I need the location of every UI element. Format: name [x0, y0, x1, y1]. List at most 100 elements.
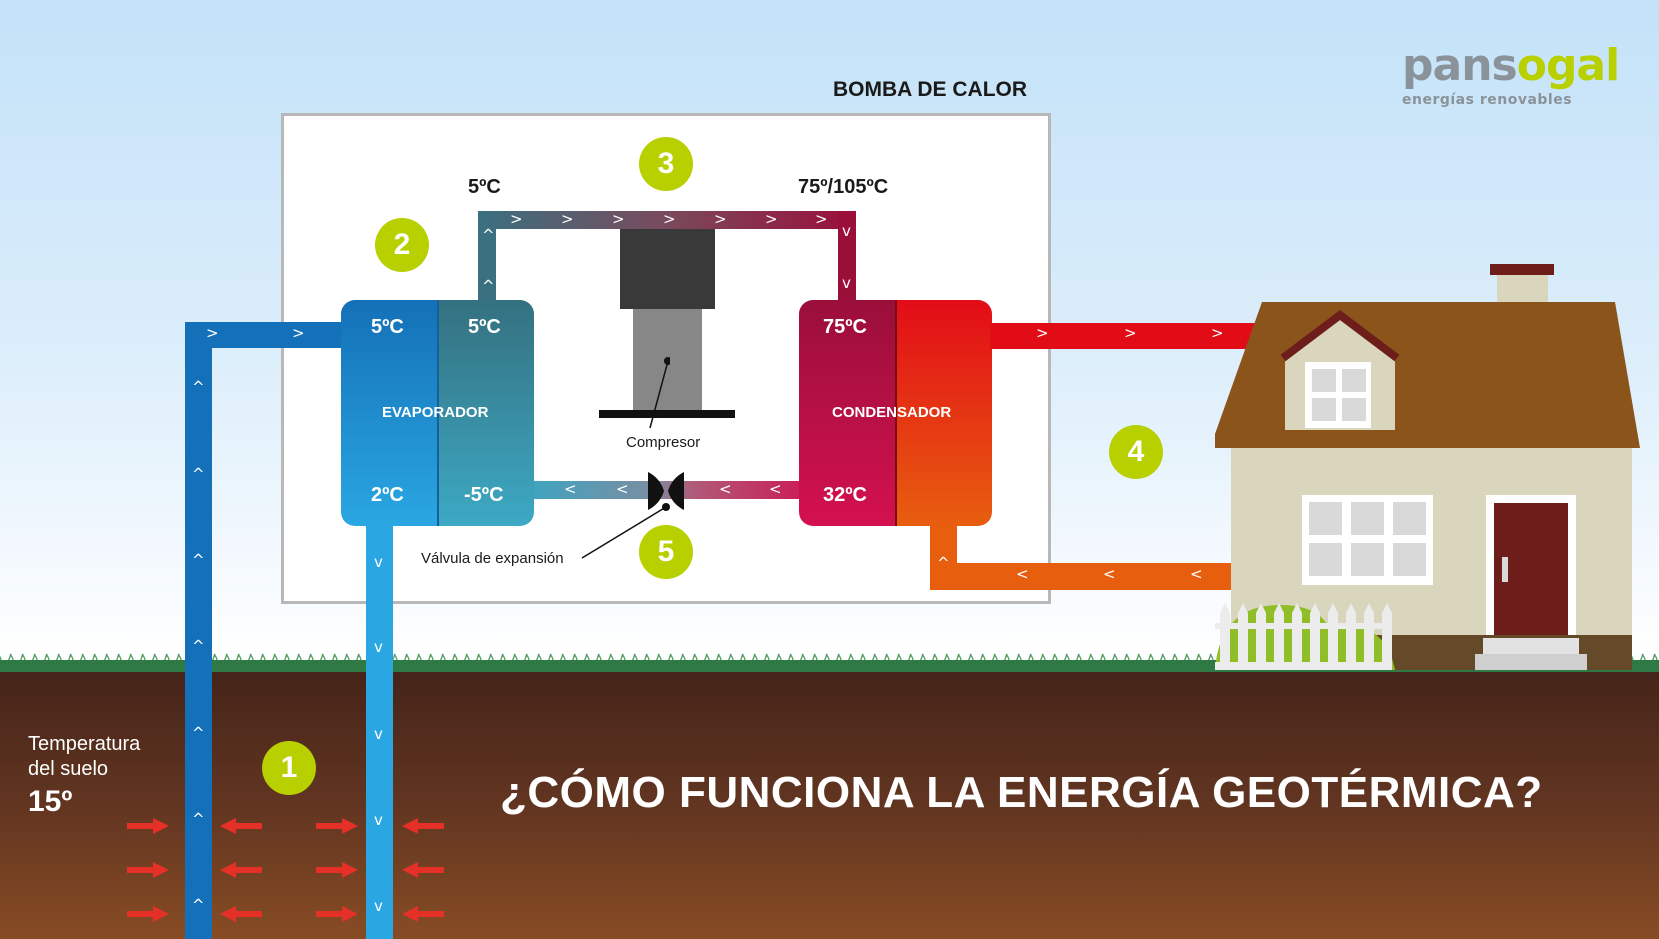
heating-supply-pipe — [990, 323, 1260, 349]
condenser-water-side — [897, 300, 992, 526]
fence-picket — [1310, 603, 1320, 670]
refrigerant-pipe-riser-cold — [478, 211, 496, 301]
fence-rail — [1215, 623, 1390, 629]
flow-arrow-right-icon: > — [714, 210, 727, 228]
condenser-temp-out: 32ºC — [823, 484, 867, 506]
condenser-unit — [799, 300, 992, 526]
heat-pump-title: BOMBA DE CALOR — [833, 78, 1028, 101]
evaporator-temp-ground-in: 5ºC — [371, 316, 404, 338]
evaporator-ground-side — [341, 300, 439, 526]
compressor-label: Compresor — [626, 434, 701, 451]
refrigerant-pipe-bottom — [530, 481, 802, 499]
flow-arrow-right-icon: > — [561, 210, 574, 228]
flow-arrow-right-icon: > — [663, 210, 676, 228]
flow-arrow-right-icon: > — [765, 210, 778, 228]
flow-arrow-left-icon: < — [1103, 565, 1116, 583]
step-badge-4: 4 — [1109, 425, 1163, 479]
evaporator-label: EVAPORADOR — [382, 404, 489, 421]
flow-arrow-up-icon: ^ — [192, 637, 205, 655]
chimney-cap — [1490, 264, 1554, 275]
ground-label-line1: Temperatura — [28, 733, 141, 755]
flow-arrow-up-icon: ^ — [192, 896, 205, 914]
flow-arrow-down-icon: v — [374, 897, 383, 915]
refrigerant-pipe-top — [478, 211, 856, 229]
refrigerant-pipe-riser-hot — [838, 211, 856, 301]
heat-arrow-left-icon — [402, 906, 444, 922]
ground-temperature-value: 15º — [28, 785, 73, 818]
picket-fence — [1215, 603, 1392, 670]
fence-picket — [1382, 603, 1392, 670]
heat-arrow-right-icon — [127, 818, 169, 834]
flow-arrow-right-icon: > — [815, 210, 828, 228]
flow-arrow-down-icon: v — [374, 811, 383, 829]
heat-arrow-right-icon — [316, 906, 358, 922]
step-top — [1483, 638, 1579, 654]
brand-logo: pansogal — [1402, 40, 1620, 91]
fence-picket — [1346, 603, 1356, 670]
evaporator-temp-refrigerant-in: -5ºC — [464, 484, 504, 506]
compressor-base — [599, 410, 735, 418]
flow-arrow-up-icon: ^ — [192, 551, 205, 569]
logo-text-prefix: pans — [1402, 40, 1518, 91]
evaporator-temp-ground-out: 2ºC — [371, 484, 404, 506]
compressor-top-block — [620, 229, 715, 309]
heat-arrow-left-icon — [220, 818, 262, 834]
flow-arrow-right-icon: > — [1036, 324, 1049, 342]
flow-arrow-up-icon: ^ — [192, 465, 205, 483]
door-handle — [1502, 557, 1508, 582]
roof — [1215, 302, 1640, 448]
heat-arrow-right-icon — [127, 862, 169, 878]
flow-arrow-right-icon: > — [206, 324, 219, 342]
fence-picket — [1364, 603, 1374, 670]
flow-arrow-left-icon: < — [769, 480, 782, 498]
step-bottom — [1475, 654, 1587, 670]
flow-arrow-down-icon: v — [374, 725, 383, 743]
fence-picket — [1220, 603, 1230, 670]
flow-arrow-right-icon: > — [1211, 324, 1224, 342]
flow-arrow-up-icon: ^ — [482, 226, 495, 244]
logo-accent-o: o — [1516, 40, 1547, 91]
fence-picket — [1238, 603, 1248, 670]
heat-arrow-right-icon — [316, 818, 358, 834]
flow-arrow-left-icon: < — [1190, 565, 1203, 583]
expansion-valve-icon — [648, 472, 684, 510]
evaporator-unit — [341, 300, 534, 526]
condenser-refrigerant-side — [799, 300, 897, 526]
evaporator-temp-refrigerant-out: 5ºC — [468, 316, 501, 338]
flow-arrow-down-icon: v — [842, 222, 851, 240]
flow-arrow-down-icon: v — [374, 638, 383, 656]
fence-picket — [1292, 603, 1302, 670]
compressor-temp-in: 5ºC — [468, 176, 501, 198]
step-badge-1: 1 — [262, 741, 316, 795]
fence-rail-bottom — [1215, 662, 1390, 670]
heat-arrow-left-icon — [220, 862, 262, 878]
flow-arrow-up-icon: ^ — [192, 810, 205, 828]
headline: ¿CÓMO FUNCIONA LA ENERGÍA GEOTÉRMICA? — [500, 768, 1543, 817]
heat-arrow-right-icon — [316, 862, 358, 878]
flow-arrow-left-icon: < — [719, 480, 732, 498]
flow-arrow-down-icon: v — [842, 274, 851, 292]
compressor-pointer-line — [649, 357, 670, 429]
flow-arrow-right-icon: > — [292, 324, 305, 342]
flow-arrow-left-icon: < — [564, 480, 577, 498]
step-badge-2: 2 — [375, 218, 429, 272]
dormer-roof-trim — [1280, 309, 1400, 362]
flow-arrow-up-icon: ^ — [192, 378, 205, 396]
flow-arrow-right-icon: > — [612, 210, 625, 228]
flow-arrow-down-icon: v — [374, 553, 383, 571]
flow-arrow-left-icon: < — [616, 480, 629, 498]
logo-text-suffix: gal — [1545, 40, 1620, 91]
step-badge-5: 5 — [639, 525, 693, 579]
step-badge-3: 3 — [639, 137, 693, 191]
flow-arrow-up-icon: ^ — [482, 277, 495, 295]
flow-arrow-up-icon: ^ — [192, 724, 205, 742]
logo-tagline: energías renovables — [1402, 92, 1573, 108]
heat-arrow-left-icon — [402, 818, 444, 834]
ground-soil — [0, 672, 1659, 939]
expansion-valve-label: Válvula de expansión — [421, 550, 564, 567]
ground-label-line2: del suelo — [28, 758, 109, 780]
heating-return-pipe — [930, 563, 1236, 590]
fence-picket — [1328, 603, 1338, 670]
expansion-valve-pointer-line — [581, 503, 670, 559]
house-illustration — [1215, 264, 1640, 670]
